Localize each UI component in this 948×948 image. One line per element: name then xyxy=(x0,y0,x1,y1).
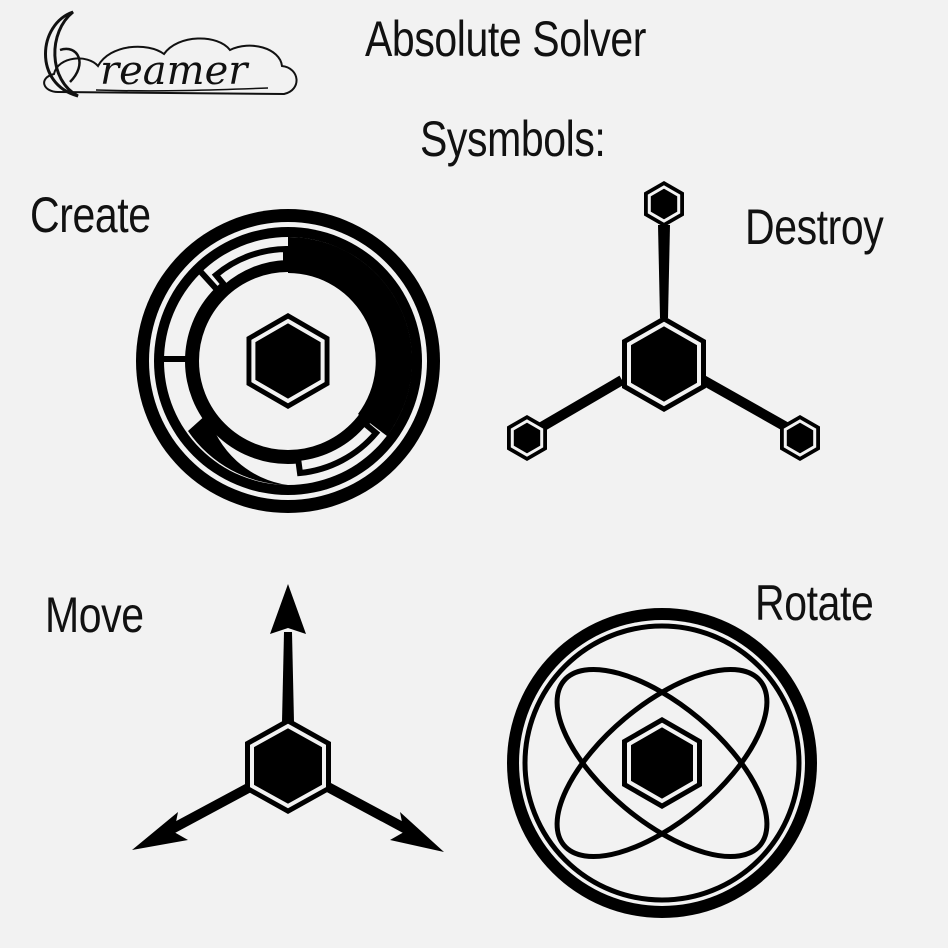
page-subtitle: Sysmbols: xyxy=(420,111,606,167)
create-label: Create xyxy=(30,187,151,243)
rotate-label: Rotate xyxy=(755,575,874,631)
moon-icon xyxy=(44,10,79,98)
destroy-label: Destroy xyxy=(745,199,884,255)
move-label: Move xyxy=(45,587,144,643)
dreamer-logo: reamer xyxy=(43,10,298,98)
logo-wordmark: reamer xyxy=(100,48,250,94)
page-title: Absolute Solver xyxy=(365,11,647,67)
